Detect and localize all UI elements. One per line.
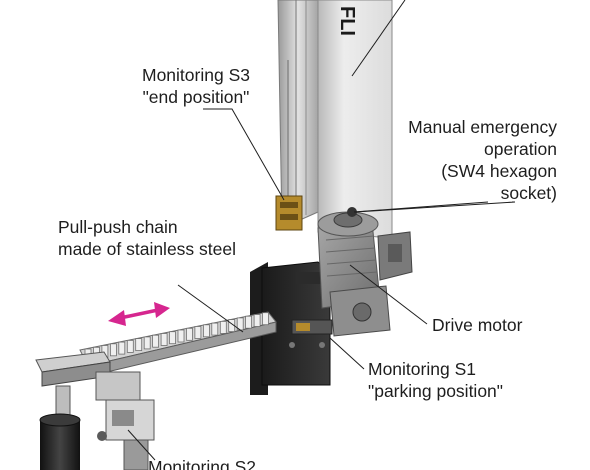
label-manual-emergency-line3: (SW4 hexagon: [441, 161, 557, 181]
label-monitoring-s3-line2: "end position": [142, 87, 250, 107]
end-bracket-assembly: [35, 351, 155, 470]
label-drive-motor: Drive motor: [432, 314, 522, 336]
label-monitoring-s3: Monitoring S3 "end position": [128, 64, 264, 108]
chain-link: [186, 327, 193, 341]
double-headed-arrow-icon: [108, 302, 170, 326]
chain-link: [262, 312, 269, 326]
label-pull-push-chain: Pull-push chain made of stainless steel: [58, 216, 236, 260]
drive-motor-unit: [317, 207, 413, 337]
s3-sensor: [275, 195, 303, 231]
label-monitoring-s1-line1: Monitoring S1: [368, 359, 476, 379]
chain-link: [160, 333, 168, 346]
chain-link: [211, 322, 219, 336]
label-monitoring-s3-line1: Monitoring S3: [142, 65, 250, 85]
chain-link: [169, 331, 176, 345]
label-manual-emergency-line4: socket): [500, 183, 557, 203]
label-manual-emergency-line1: Manual emergency: [408, 117, 557, 137]
chain-link: [135, 338, 143, 352]
chain-link: [110, 343, 117, 357]
chain-link: [152, 334, 160, 348]
label-pull-push-chain-line2: made of stainless steel: [58, 239, 237, 259]
label-monitoring-s1: Monitoring S1 "parking position": [368, 358, 503, 402]
chain-link: [126, 339, 134, 353]
chain-link: [177, 329, 185, 343]
chain-link: [202, 324, 210, 338]
column-brand-label: FLI: [336, 6, 358, 36]
label-drive-motor-line1: Drive motor: [432, 315, 523, 335]
label-monitoring-s2: Monitoring S2: [148, 456, 256, 470]
label-monitoring-s2-line1: Monitoring S2: [148, 457, 256, 470]
column-brand-text: FLI: [336, 6, 358, 36]
label-manual-emergency: Manual emergency operation (SW4 hexagon …: [380, 116, 557, 204]
chain-link: [219, 320, 227, 334]
label-manual-emergency-line2: operation: [484, 139, 557, 159]
chain-link: [143, 336, 151, 350]
chain-link: [245, 315, 253, 329]
chain-link: [194, 326, 202, 339]
leader-lines: [127, 0, 516, 461]
label-pull-push-chain-line1: Pull-push chain: [58, 217, 178, 237]
chain-link: [118, 341, 126, 355]
label-monitoring-s1-line2: "parking position": [368, 381, 504, 401]
chain-link: [253, 314, 261, 327]
column-housing: [277, 0, 393, 239]
